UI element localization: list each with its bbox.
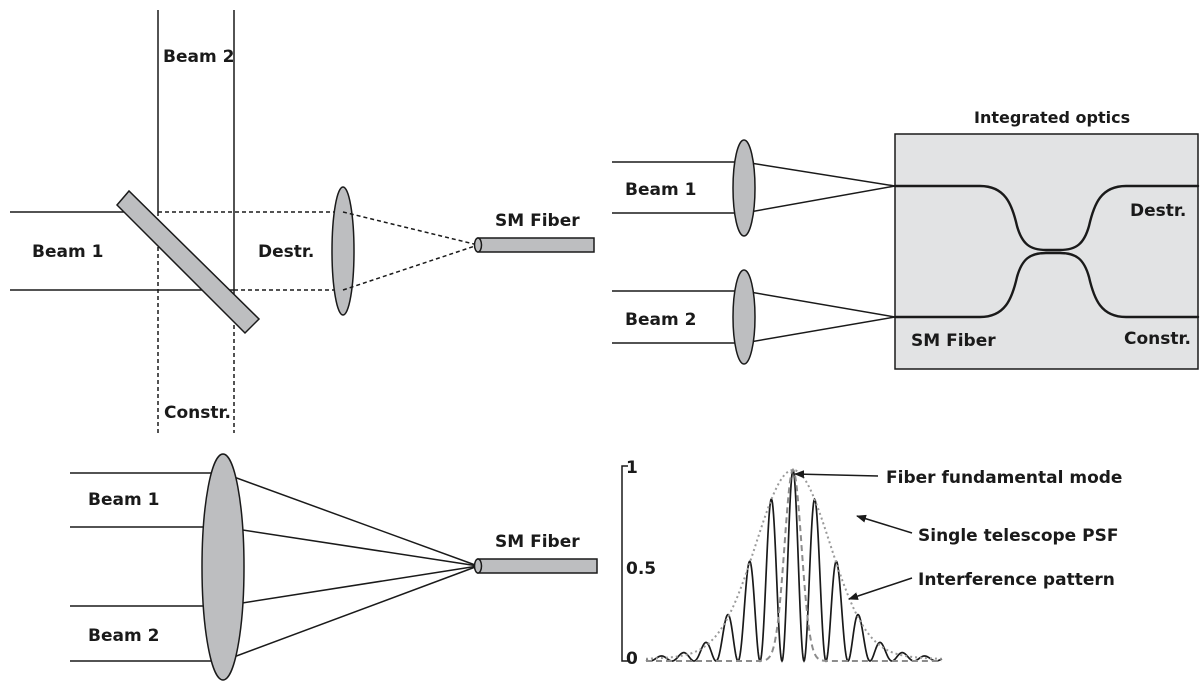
fiber-mode-annotation: Fiber fundamental mode [886, 468, 1122, 488]
io-fiber-label: SM Fiber [911, 331, 996, 351]
profile-plot: 1 0.5 0 Fiber fundamental mode Single te… [621, 458, 1122, 669]
ma-sm-fiber-tip [473, 558, 483, 574]
ma-cone-4 [222, 565, 479, 662]
io-beam1-cone-bottom [743, 185, 896, 214]
interference-annotation: Interference pattern [918, 570, 1115, 590]
arrow-interference [848, 577, 913, 600]
ytick-0: 0 [626, 649, 638, 669]
io-beam2-cone-bottom [743, 316, 896, 344]
io-lens-2 [732, 269, 756, 365]
constr-label: Constr. [164, 403, 231, 423]
coupling-lens [331, 186, 355, 316]
waveguide-upper [893, 184, 1200, 252]
bulk-optics-panel: Beam 2 Beam 1 Destr. Constr. SM Fiber [10, 10, 595, 433]
ma-fiber-label: SM Fiber [495, 532, 580, 552]
fiber-mode-curve [646, 468, 942, 662]
sm-fiber [477, 237, 595, 253]
telescope-psf-curve [646, 469, 942, 660]
multiaxial-panel: Beam 1 Beam 2 SM Fiber [70, 453, 598, 681]
focus-cone-bottom [342, 244, 479, 291]
beam-splitter [115, 189, 261, 335]
waveguide-lower [893, 251, 1200, 319]
io-lens-1 [732, 139, 756, 237]
ma-cone-2 [222, 526, 479, 567]
telescope-psf-annotation: Single telescope PSF [918, 526, 1118, 546]
interference-pattern-curve [645, 468, 943, 663]
destr-label: Destr. [258, 242, 314, 262]
plot-y-axis [621, 465, 628, 662]
ma-cone-1 [222, 472, 479, 567]
integrated-optics-title: Integrated optics [974, 108, 1130, 127]
io-beam1-label: Beam 1 [625, 180, 696, 200]
focus-cone-top [342, 211, 479, 246]
io-destr-label: Destr. [1130, 201, 1186, 221]
io-beam2-label: Beam 2 [625, 310, 696, 330]
io-beam1-cone-top [743, 161, 896, 187]
beam2-label: Beam 2 [163, 47, 234, 67]
integrated-optics-chip [894, 133, 1199, 370]
ytick-1: 1 [626, 458, 638, 478]
ytick-0-5: 0.5 [626, 559, 656, 579]
ma-beam1-label: Beam 1 [88, 490, 159, 510]
sm-fiber-tip [473, 237, 483, 253]
ma-cone-3 [222, 565, 479, 607]
arrow-fiber-mode [794, 470, 879, 479]
beam1-label: Beam 1 [32, 242, 103, 262]
ma-sm-fiber [477, 558, 598, 574]
ma-beam2-label: Beam 2 [88, 626, 159, 646]
io-constr-label: Constr. [1124, 329, 1191, 349]
integrated-optics-panel: Integrated optics Beam 1 Beam 2 Destr. C… [612, 108, 1200, 370]
io-beam2-cone-top [743, 290, 896, 318]
fiber-label: SM Fiber [495, 211, 580, 231]
arrow-telescope-psf [856, 514, 913, 534]
ma-lens [201, 453, 245, 681]
